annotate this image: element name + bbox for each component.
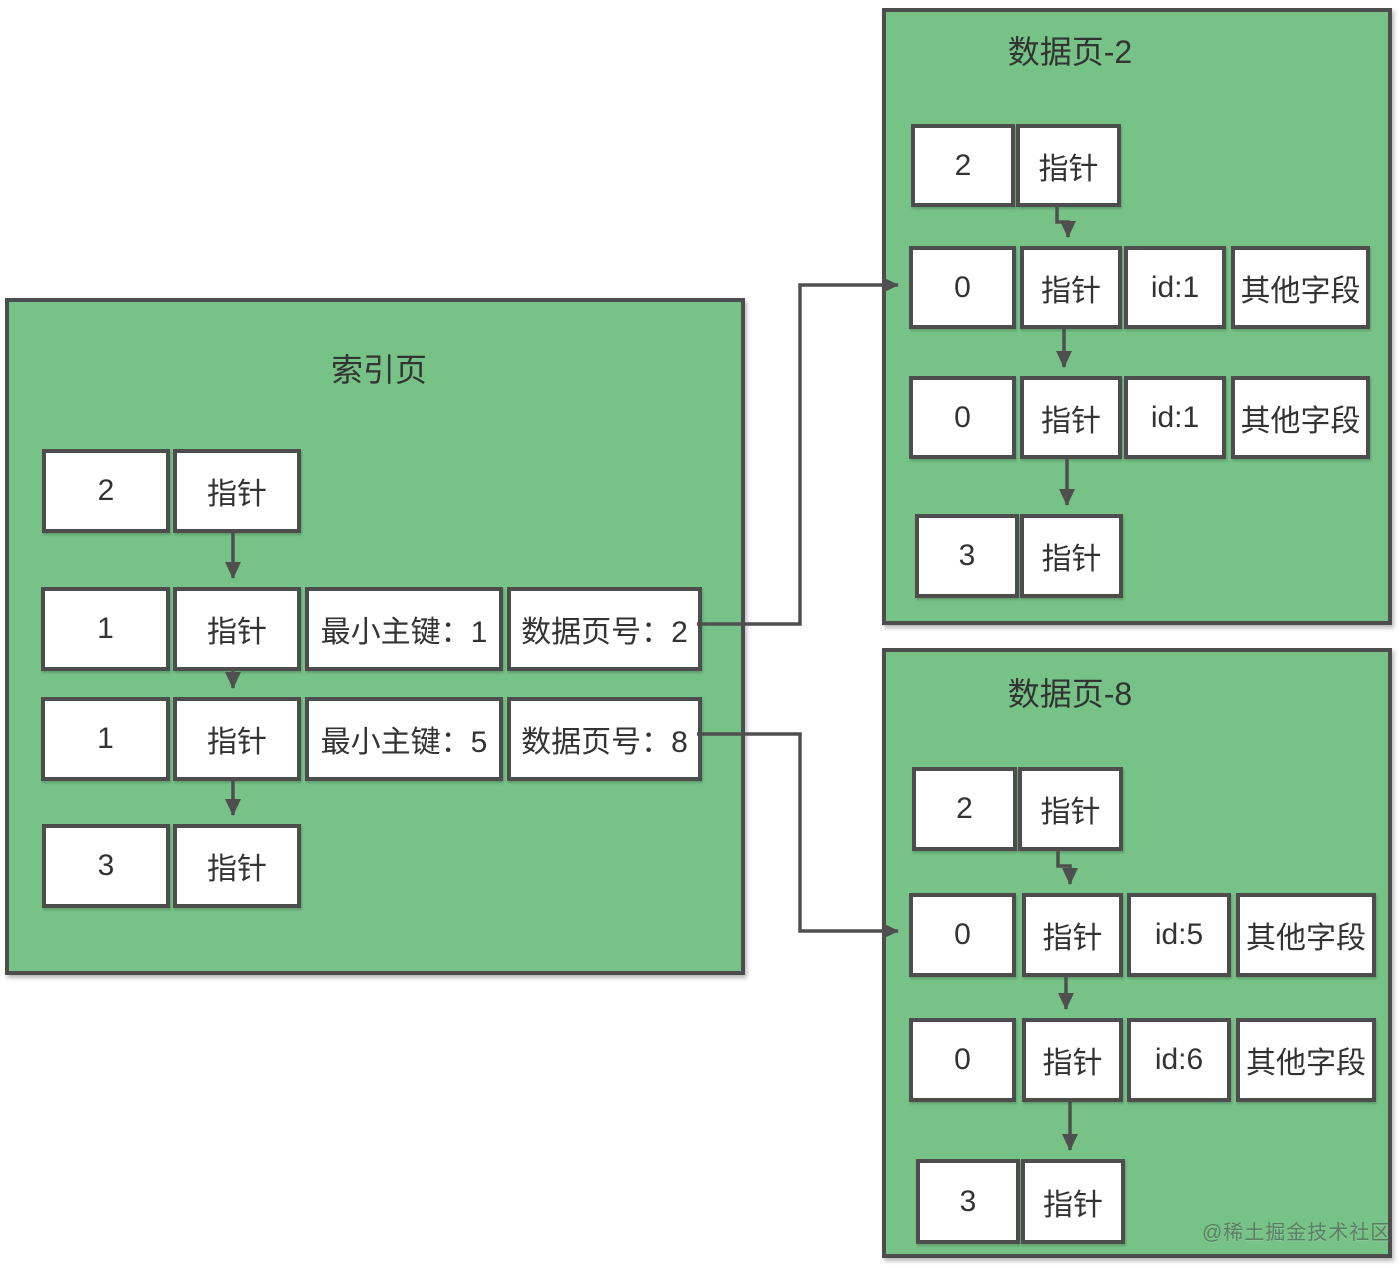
dp8-row1-slot: 2 [912, 767, 1017, 851]
dp2-row4-slot: 3 [915, 514, 1019, 598]
dp2-row1-slot: 2 [911, 124, 1015, 207]
index-row4-slot: 3 [42, 824, 170, 908]
index-row2-min-key: 最小主键：1 [305, 587, 503, 671]
dp2-row3-id: id:1 [1124, 376, 1226, 459]
dp8-row1-pointer: 指针 [1018, 767, 1123, 851]
dp8-row2-pointer: 指针 [1022, 893, 1123, 977]
index-row2-data-page-no: 数据页号：2 [507, 587, 702, 671]
dp2-row2-id: id:1 [1124, 246, 1226, 329]
data-page-8-box: 数据页-8 2 指针 0 指针 id:5 其他字段 0 指针 id:6 其他字段… [882, 648, 1392, 1258]
index-row1-pointer: 指针 [173, 449, 301, 533]
dp2-row3-other-fields: 其他字段 [1231, 376, 1370, 459]
index-row3-pointer: 指针 [173, 697, 301, 781]
index-page-title: 索引页 [330, 352, 427, 388]
dp2-row4-pointer: 指针 [1020, 514, 1123, 598]
dp8-row3-other-fields: 其他字段 [1236, 1018, 1376, 1102]
dp8-row2-other-fields: 其他字段 [1236, 893, 1376, 977]
index-row2-pointer: 指针 [173, 587, 301, 671]
index-row1-slot: 2 [42, 449, 170, 533]
index-row3-slot: 1 [41, 697, 170, 781]
dp8-row3-id: id:6 [1127, 1018, 1231, 1102]
index-row4-pointer: 指针 [173, 824, 301, 908]
index-page-box: 索引页 2 指针 1 指针 最小主键：1 数据页号：2 1 指针 最小主键：5 … [5, 298, 745, 975]
dp8-row2-id: id:5 [1127, 893, 1231, 977]
data-page-2-title: 数据页-2 [1007, 34, 1133, 70]
dp2-row2-slot: 0 [909, 246, 1016, 329]
index-row2-slot: 1 [41, 587, 170, 671]
dp8-row3-slot: 0 [909, 1018, 1016, 1102]
data-page-2-box: 数据页-2 2 指针 0 指针 id:1 其他字段 0 指针 id:1 其他字段… [882, 8, 1392, 625]
dp2-row2-other-fields: 其他字段 [1231, 246, 1370, 329]
dp8-row2-slot: 0 [909, 893, 1016, 977]
dp8-row3-pointer: 指针 [1022, 1018, 1123, 1102]
data-page-8-title: 数据页-8 [1007, 676, 1133, 712]
dp2-row1-pointer: 指针 [1016, 124, 1121, 207]
dp2-row3-slot: 0 [909, 376, 1016, 459]
watermark-juejin: @稀土掘金技术社区 [1202, 1222, 1392, 1244]
dp8-row4-slot: 3 [916, 1159, 1020, 1244]
dp2-row2-pointer: 指针 [1020, 246, 1122, 329]
index-row3-min-key: 最小主键：5 [305, 697, 503, 781]
dp2-row3-pointer: 指针 [1020, 376, 1122, 459]
dp8-row4-pointer: 指针 [1021, 1159, 1125, 1244]
index-row3-data-page-no: 数据页号：8 [507, 697, 702, 781]
